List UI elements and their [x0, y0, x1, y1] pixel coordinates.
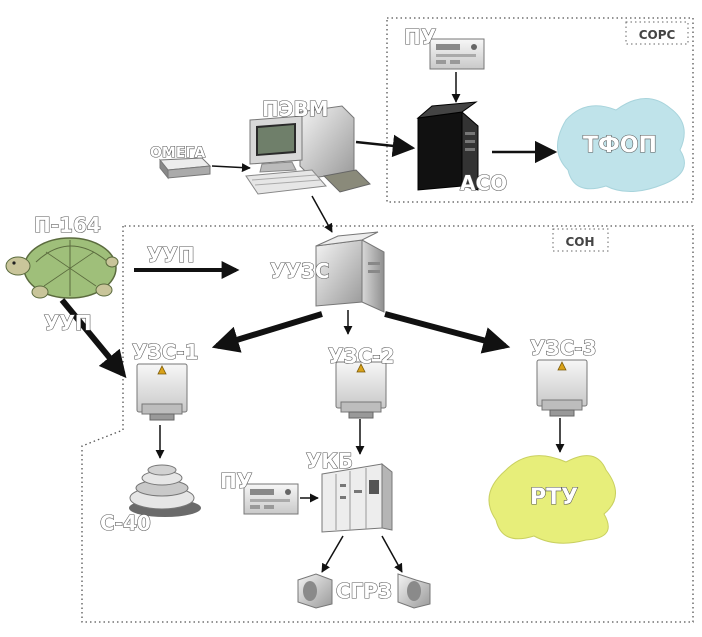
pevm-label: ПЭВМ: [262, 97, 329, 121]
sgrz-label: СГРЗ: [336, 579, 392, 603]
tfop-cloud: [557, 98, 685, 192]
pu-top-device: [429, 38, 485, 70]
ukb-label: УКБ: [306, 449, 353, 473]
uuzs-label: УУЗС: [270, 259, 330, 283]
arrow-pevm-to-aso: [355, 134, 416, 158]
connectors: [59, 72, 565, 573]
s40-speaker: [129, 464, 201, 517]
uup-label-diagonal: УУП: [44, 311, 92, 335]
pu-bottom-label: ПУ: [220, 469, 252, 493]
uzs2-label: УЗС-2: [328, 344, 395, 368]
uzs1-unit: [136, 363, 188, 421]
s40-label: С-40: [100, 511, 151, 535]
p164-label: П-164: [34, 213, 101, 237]
son-label: СОН: [565, 235, 594, 249]
uup-label-horizontal: УУП: [147, 243, 195, 267]
ukb-rack: [321, 462, 393, 533]
uzs1-label: УЗС-1: [132, 340, 199, 364]
pu-top-label: ПУ: [404, 25, 436, 49]
pu-bottom-device: [243, 483, 299, 515]
rtu-label: РТУ: [530, 485, 578, 510]
aso-label: АСО: [460, 171, 507, 195]
uuzs-tower: [315, 231, 385, 313]
omega-label: ОМЕГА: [150, 145, 205, 161]
sgrz-speakers: [297, 573, 431, 609]
tfop-label: ТФОП: [583, 133, 657, 158]
uzs3-unit: [536, 359, 588, 417]
pevm-computer: [245, 105, 371, 195]
p164-turtle: [5, 237, 119, 299]
son-boundary: СОН: [81, 225, 694, 623]
arrow-uuzs-to-uzs3: [384, 311, 511, 354]
arrow-uuzs-to-uzs1: [211, 311, 323, 353]
uzs3-label: УЗС-3: [530, 336, 597, 360]
aso-server: [416, 101, 479, 191]
arrow-ukb-to-sgrz-left: [321, 535, 344, 573]
omega-device: [158, 157, 212, 180]
arrow-ukb-to-sgrz-right: [381, 535, 403, 573]
arrow-omega-to-pevm: [211, 163, 251, 173]
sors-boundary: СОРС: [386, 17, 694, 203]
uzs2-unit: [335, 361, 387, 419]
arrow-pevm-to-uuzs: [311, 195, 333, 233]
rtu-cloud: [488, 455, 616, 544]
sors-label: СОРС: [639, 28, 676, 42]
arrow-p164-to-uzs1: [59, 298, 127, 379]
